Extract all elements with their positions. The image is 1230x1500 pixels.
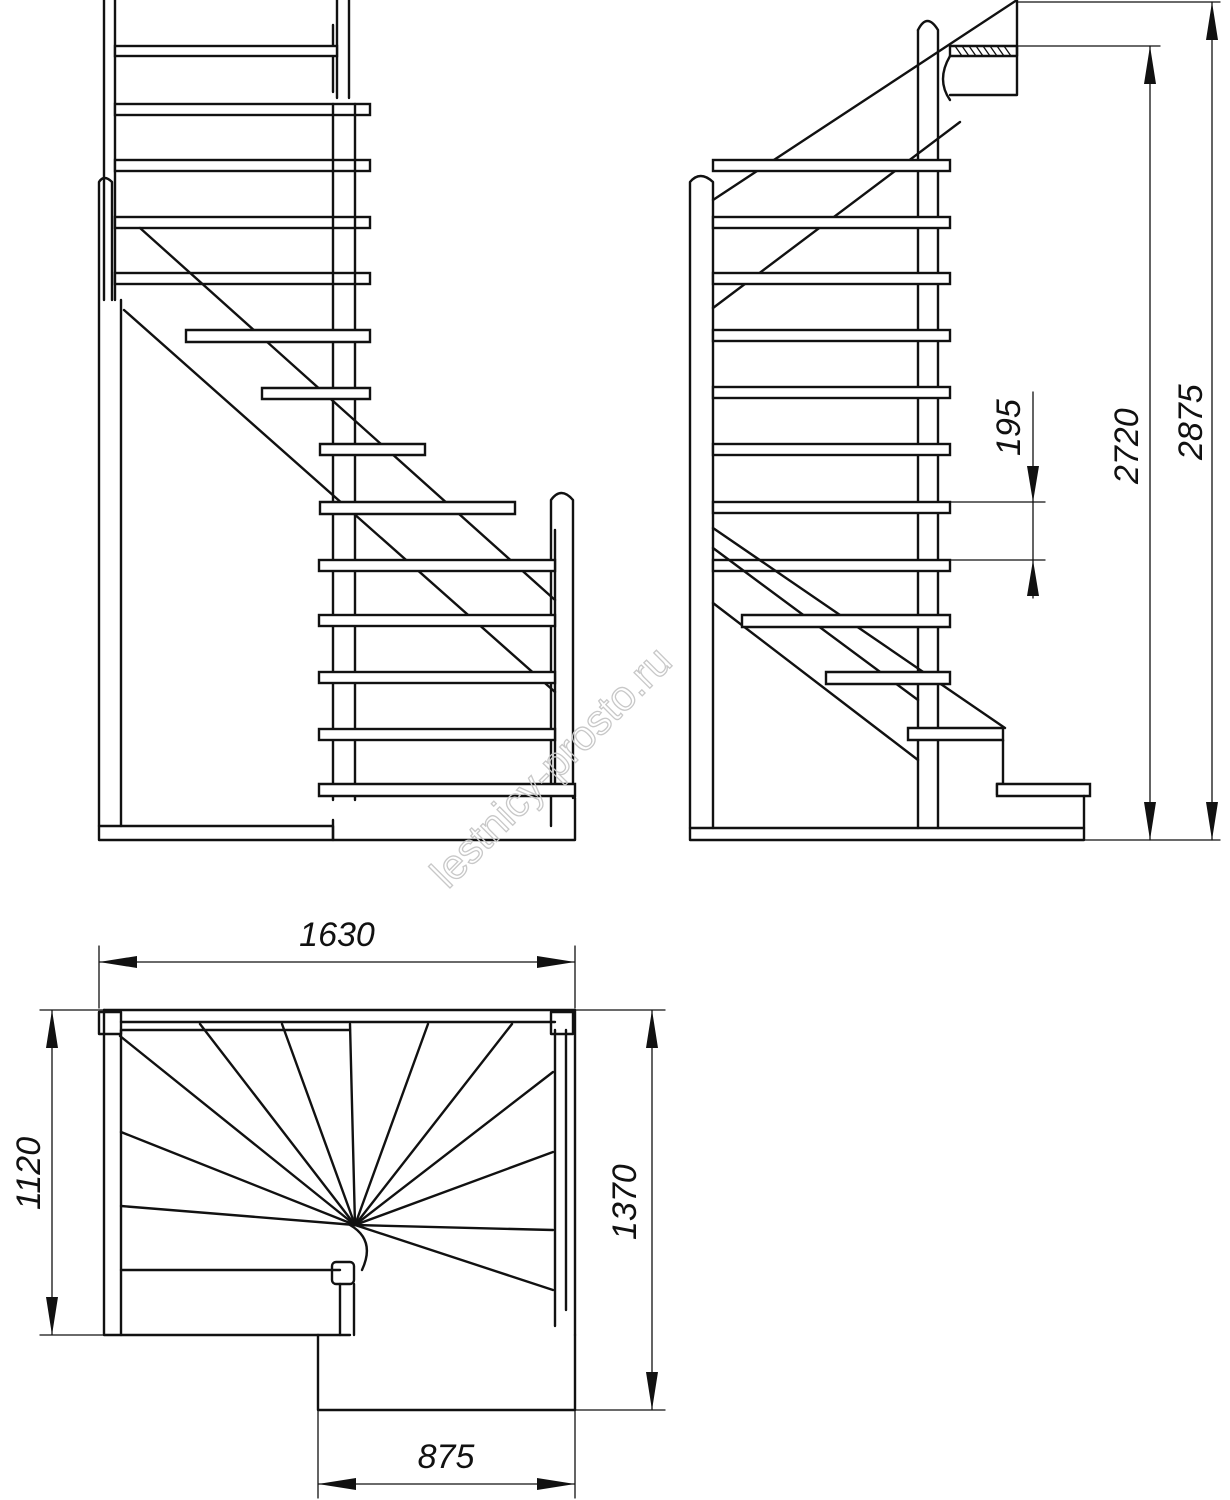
dim-overall-depth: 1370 <box>606 1164 644 1240</box>
plan-winder-edge <box>353 1223 555 1292</box>
front-lower-tread <box>317 613 557 628</box>
side-tread <box>711 558 952 573</box>
side-tread <box>711 328 952 343</box>
dim-floor-height: 2720 <box>1108 408 1146 485</box>
front-upper-tread <box>113 215 372 230</box>
front-upper-tread <box>113 102 372 117</box>
plan-winder-edge <box>118 1034 357 1227</box>
plan-winder-edge <box>198 1022 357 1227</box>
dim-lower-flight-width: 875 <box>418 1438 475 1476</box>
dim-step-rise: 195 <box>990 399 1028 456</box>
dim-upper-depth: 1120 <box>10 1137 48 1210</box>
plan-winder-edge <box>353 1022 514 1227</box>
side-tread <box>711 271 952 286</box>
plan-winder-edge <box>353 1022 430 1227</box>
side-tread <box>711 385 952 400</box>
plan-winder-edge <box>119 1130 357 1227</box>
dim-overall-width: 1630 <box>299 916 375 954</box>
front-lower-tread <box>317 727 557 742</box>
front-upper-tread <box>113 158 372 173</box>
dim-total-height: 2875 <box>1172 384 1210 461</box>
side-tread <box>711 500 952 515</box>
front-lower-tread <box>317 558 557 573</box>
side-tread <box>711 158 952 173</box>
plan-winder-edge <box>353 1070 555 1227</box>
plan-view <box>39 945 666 1499</box>
side-tread <box>711 215 952 230</box>
side-elevation <box>688 0 1221 842</box>
plan-winder-edge <box>348 1022 357 1227</box>
plan-winder-edge <box>280 1022 357 1227</box>
plan-winder-edge <box>353 1150 555 1227</box>
front-elevation <box>97 0 577 842</box>
front-upper-tread <box>113 271 372 286</box>
front-top-rung <box>113 44 339 58</box>
plan-winder-edge <box>119 1204 357 1227</box>
side-tread <box>711 442 952 457</box>
front-lower-tread <box>317 670 557 685</box>
plan-winder-edge <box>353 1223 555 1232</box>
